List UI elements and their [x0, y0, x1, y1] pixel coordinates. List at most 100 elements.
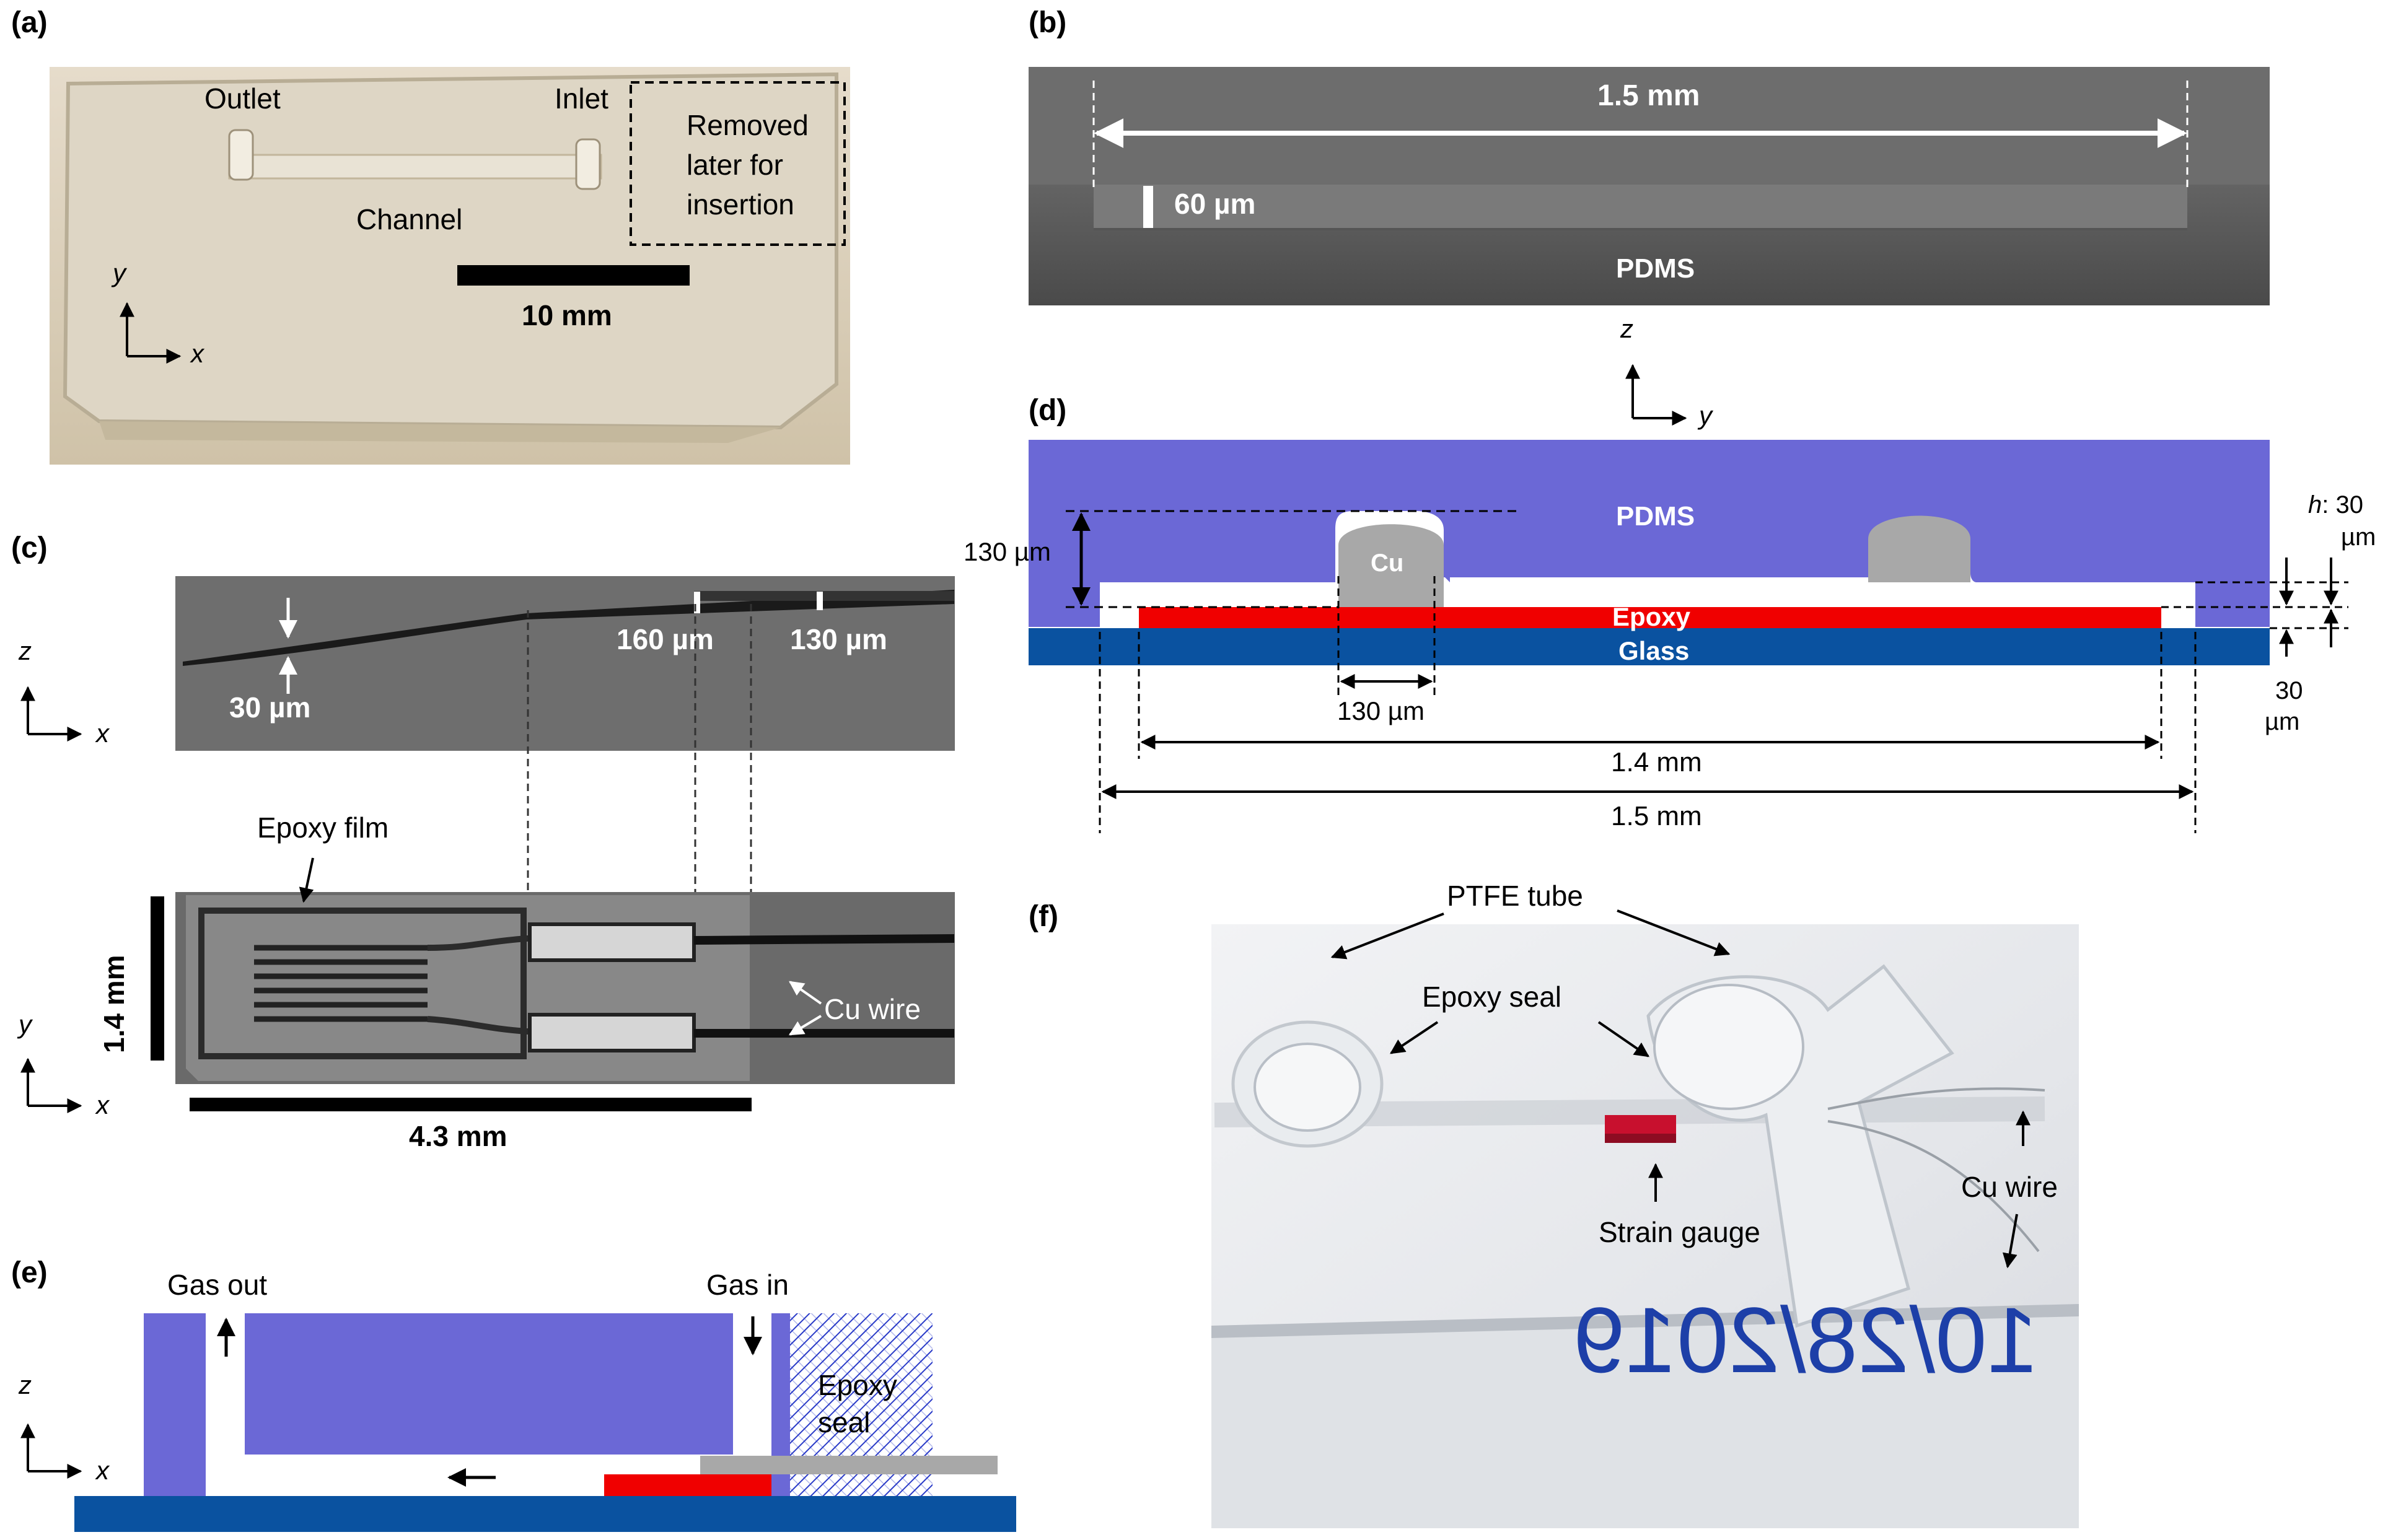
- cu-wire-photo-2: [1827, 1120, 2040, 1253]
- height-label: 1.4 mm: [98, 955, 130, 1053]
- epoxy-d-label: Epoxy: [1612, 602, 1691, 631]
- h-unit: µm: [2341, 523, 2376, 551]
- channel-trench: [1094, 185, 2187, 229]
- epoxy-film-label: Epoxy film: [257, 812, 389, 844]
- pdms-channel-top-shape: [1444, 576, 1450, 582]
- pdms-bottom-edge: [99, 421, 781, 443]
- dim-30-label: 30: [2275, 677, 2303, 704]
- axis-a-y-label: y: [111, 258, 128, 287]
- cu-wire-f-pointer-down: [2002, 1214, 2018, 1269]
- slide-shadow: [1211, 1304, 2079, 1338]
- thickness-130-label: 130 µm: [790, 623, 887, 655]
- width-label: 1.5 mm: [1597, 79, 1700, 112]
- dim-30-unit: µm: [2265, 708, 2299, 735]
- panel-e: (e) Gas out Gas in Epoxy seal z x: [11, 1256, 1016, 1532]
- seal-label-1: Epoxy: [818, 1369, 897, 1401]
- panel-b: (b) 1.5 mm 60 µm PDMS: [1029, 6, 2270, 305]
- epoxy-layer: [1139, 607, 2161, 628]
- pdms-wall-outlet: [144, 1313, 206, 1496]
- cu-wire-right: [1868, 515, 1970, 582]
- epoxy-film-pointer: [299, 857, 314, 903]
- handwriting: 10/28/2019: [1573, 1288, 2039, 1392]
- gauge-lead-top: [427, 935, 694, 951]
- pdms-top-block: [245, 1313, 733, 1455]
- panel-d-tag: (d): [1029, 394, 1066, 427]
- epoxy-seal-pointer-left: [1390, 1021, 1439, 1054]
- epoxy-e: [604, 1474, 771, 1496]
- pdms-b-label: PDMS: [1616, 253, 1695, 284]
- solder-pad-bottom: [528, 1013, 696, 1052]
- length-scalebar: [190, 1098, 752, 1111]
- panel-d: (d) z y PDMS Cu Epoxy Glass 130 µm h: 30…: [964, 314, 2376, 833]
- panel-f-tag: (f): [1029, 900, 1058, 933]
- epoxy-seal-right: [1653, 984, 1804, 1110]
- axis-e-z-label: z: [18, 1370, 32, 1399]
- axis-a-x-label: x: [190, 339, 205, 368]
- removed-label-3: insertion: [687, 188, 794, 221]
- h-value: : 30: [2322, 491, 2363, 518]
- strain-gauge-label: Strain gauge: [1599, 1216, 1760, 1248]
- glass-d-label: Glass: [1618, 636, 1689, 665]
- dim-14-label: 1.4 mm: [1611, 747, 1702, 777]
- ptfe-pointer-left: [1330, 912, 1444, 960]
- film-thick-section: [694, 591, 954, 601]
- axis-e-x-label: x: [95, 1456, 110, 1485]
- cu-d-label: Cu: [1371, 549, 1403, 577]
- film-profile: [183, 590, 954, 666]
- axis-c1-x-label: x: [95, 719, 110, 748]
- cu-wire-f-label: Cu wire: [1961, 1171, 2058, 1203]
- channel: [228, 154, 602, 180]
- removed-region-box: [630, 81, 846, 246]
- axis-c2-x-label: x: [95, 1090, 110, 1119]
- svg-text:h: 30: h: 30: [2308, 491, 2363, 518]
- panel-a: (a) Outlet Inlet Channel Removed later f…: [11, 6, 850, 465]
- inlet-port: [575, 138, 601, 190]
- pdms-body: [1029, 440, 2270, 627]
- seal-label-2: seal: [818, 1406, 870, 1438]
- scalebar-a: [457, 265, 690, 286]
- inlet-label: Inlet: [555, 82, 608, 115]
- cu-wire-top: [693, 934, 955, 945]
- epoxy-seal-left: [1254, 1043, 1361, 1132]
- cu-wire-c-label: Cu wire: [824, 993, 921, 1025]
- cu-wire-pointer-2: [788, 1015, 822, 1036]
- removed-label-2: later for: [687, 149, 783, 181]
- gauge-lead-bottom: [427, 1016, 694, 1035]
- panel-b-tag: (b): [1029, 6, 1066, 39]
- tick-160: [694, 592, 700, 613]
- glass-slide-edge: [1211, 1313, 2079, 1528]
- axis-c2-y-label: y: [17, 1010, 33, 1039]
- ptfe-pointer-right: [1617, 909, 1731, 956]
- dim-130-bottom-label: 130 µm: [1337, 696, 1425, 725]
- panel-f: (f) 10/28/2019 PTFE tube Epoxy seal Stra…: [1029, 880, 2079, 1528]
- thickness-thin-label: 30 µm: [229, 691, 310, 724]
- glass-substrate: [1029, 628, 2270, 665]
- strain-gauge-red-shade: [1605, 1134, 1676, 1143]
- gauge-grid: [254, 945, 428, 1022]
- tick-130: [817, 592, 823, 610]
- axis-c1-z-label: z: [18, 636, 32, 665]
- gas-in-label: Gas in: [706, 1269, 789, 1301]
- cu-wire-left: [1338, 524, 1444, 616]
- panel-c: (c) 30 µm 160 µm 130 µm z x: [11, 532, 955, 1152]
- h-label: h: [2308, 491, 2322, 518]
- pdms-d-label: PDMS: [1616, 501, 1695, 532]
- cu-wire-photo: [1827, 1087, 2045, 1110]
- dim-15-label: 1.5 mm: [1611, 801, 1702, 831]
- axis-d-z-label: z: [1620, 314, 1633, 343]
- glass-e: [74, 1496, 1016, 1532]
- panel-c-tag: (c): [11, 532, 48, 564]
- epoxy-seal-f-label: Epoxy seal: [1422, 981, 1561, 1013]
- ptfe-label: PTFE tube: [1447, 880, 1583, 912]
- scalebar-a-label: 10 mm: [522, 299, 612, 331]
- panel-a-tag: (a): [11, 6, 48, 39]
- cu-wire-bar: [700, 1456, 998, 1474]
- gauge-frame: [198, 908, 527, 1059]
- cu-wire-pointer-1: [789, 981, 822, 1005]
- height-scalebar: [151, 896, 164, 1061]
- solder-pad-top: [528, 922, 696, 962]
- length-label: 4.3 mm: [409, 1120, 507, 1152]
- thickness-160-label: 160 µm: [617, 623, 714, 655]
- epoxy-seal-pointer-right: [1597, 1021, 1649, 1057]
